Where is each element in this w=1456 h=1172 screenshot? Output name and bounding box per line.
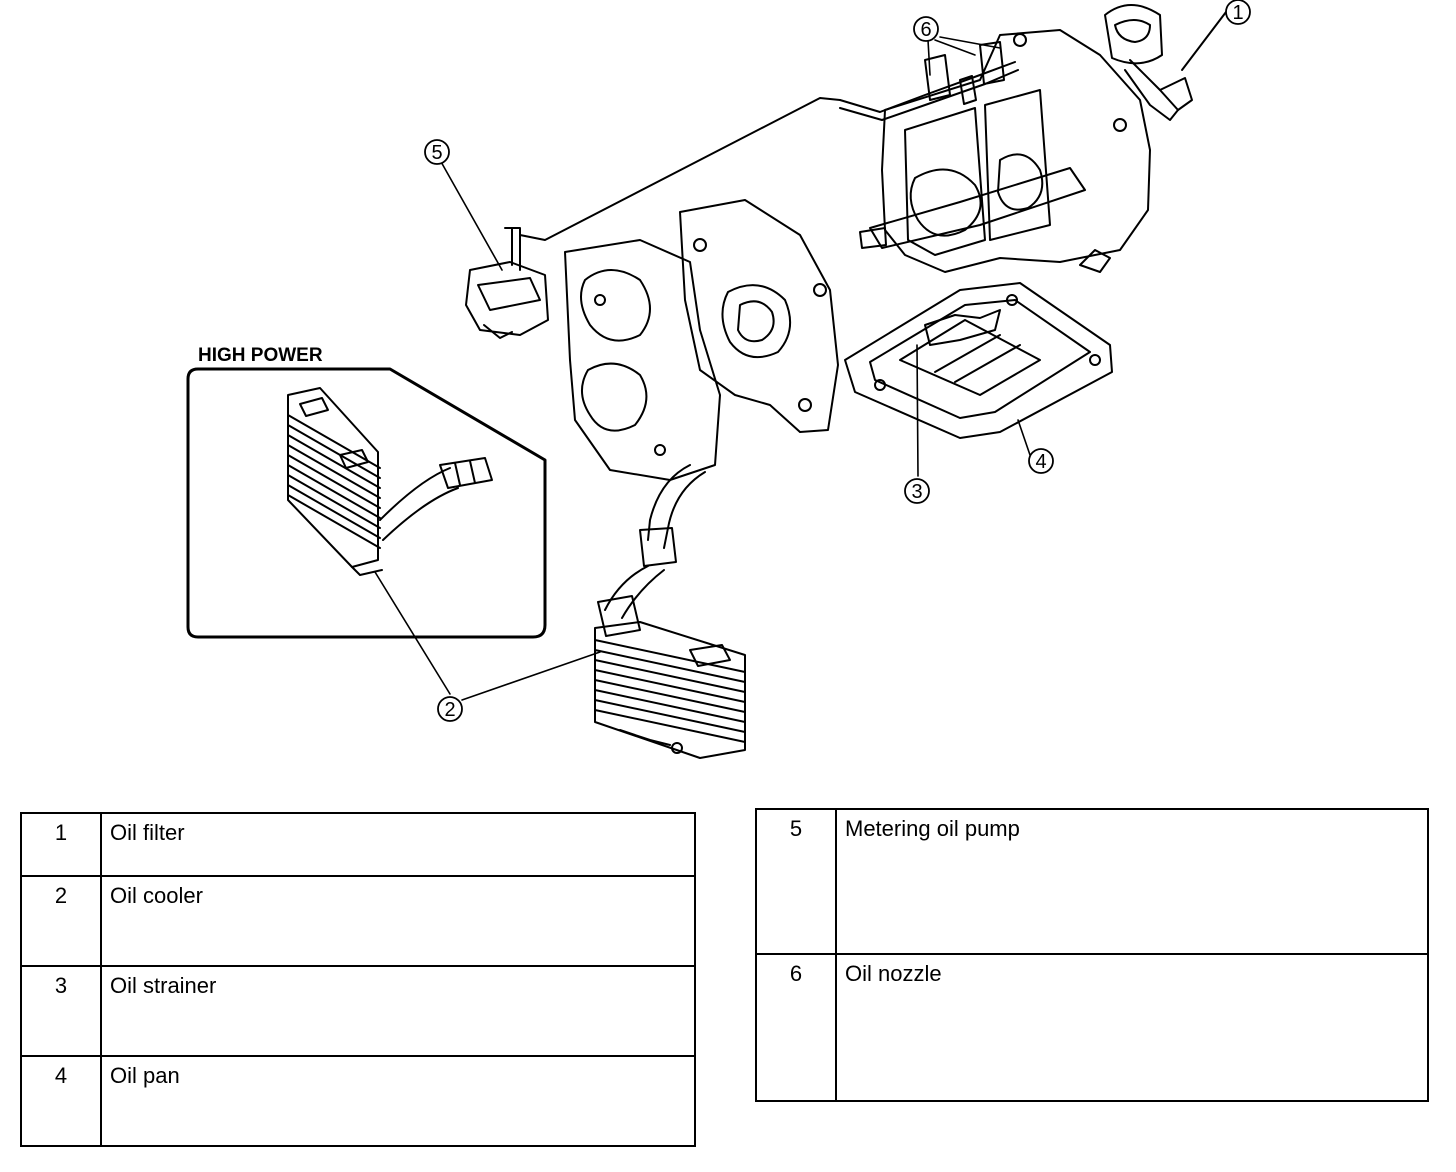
legend-table-right: 5 Metering oil pump 6 Oil nozzle bbox=[755, 808, 1429, 1102]
inset-oil-cooler-drawing bbox=[287, 387, 493, 576]
legend-row: 5 Metering oil pump bbox=[755, 808, 1429, 955]
legend-row: 2 Oil cooler bbox=[20, 875, 696, 967]
svg-text:3: 3 bbox=[911, 481, 922, 503]
oil-filter-drawing bbox=[1104, 4, 1227, 121]
callout-3: 3 bbox=[904, 478, 930, 504]
svg-text:4: 4 bbox=[1035, 451, 1046, 473]
svg-text:2: 2 bbox=[444, 699, 455, 721]
svg-text:6: 6 bbox=[920, 19, 931, 41]
legend-description: Metering oil pump bbox=[835, 808, 1429, 955]
legend-row: 3 Oil strainer bbox=[20, 965, 696, 1057]
high-power-inset-frame bbox=[186, 367, 547, 639]
engine-housings-drawing bbox=[564, 199, 839, 481]
oil-cooler-hose-drawing bbox=[597, 464, 706, 637]
legend-description: Oil filter bbox=[100, 812, 696, 877]
metering-oil-pump-drawing bbox=[465, 97, 841, 339]
svg-text:5: 5 bbox=[431, 142, 442, 164]
legend-table-left: 1 Oil filter 2 Oil cooler 3 Oil strainer… bbox=[20, 812, 696, 1147]
callout-4: 4 bbox=[1028, 448, 1054, 474]
callout-1: 1 bbox=[1225, 0, 1251, 25]
legend-number: 5 bbox=[755, 808, 837, 955]
legend-number: 1 bbox=[20, 812, 102, 877]
oil-nozzle-drawing bbox=[924, 41, 1005, 105]
legend-description: Oil cooler bbox=[100, 875, 696, 967]
callout-5: 5 bbox=[424, 139, 450, 165]
rotor-housing-drawing bbox=[839, 29, 1151, 273]
oil-cooler-drawing bbox=[594, 621, 746, 759]
callout-2: 2 bbox=[437, 696, 463, 722]
svg-text:1: 1 bbox=[1232, 2, 1243, 24]
legend-description: Oil pan bbox=[100, 1055, 696, 1147]
legend-row: 1 Oil filter bbox=[20, 812, 696, 877]
legend-number: 3 bbox=[20, 965, 102, 1057]
callout-6: 6 bbox=[913, 16, 939, 42]
legend-description: Oil nozzle bbox=[835, 953, 1429, 1102]
legend-number: 4 bbox=[20, 1055, 102, 1147]
legend-number: 6 bbox=[755, 953, 837, 1102]
legend-row: 6 Oil nozzle bbox=[755, 953, 1429, 1102]
oil-system-diagram: 1 2 3 4 5 6 HIGH POWER bbox=[186, 0, 1251, 759]
oil-pan-drawing bbox=[844, 282, 1113, 439]
legend-description: Oil strainer bbox=[100, 965, 696, 1057]
legend-number: 2 bbox=[20, 875, 102, 967]
leader-lines bbox=[374, 36, 1031, 701]
high-power-label: HIGH POWER bbox=[198, 345, 323, 366]
legend-row: 4 Oil pan bbox=[20, 1055, 696, 1147]
